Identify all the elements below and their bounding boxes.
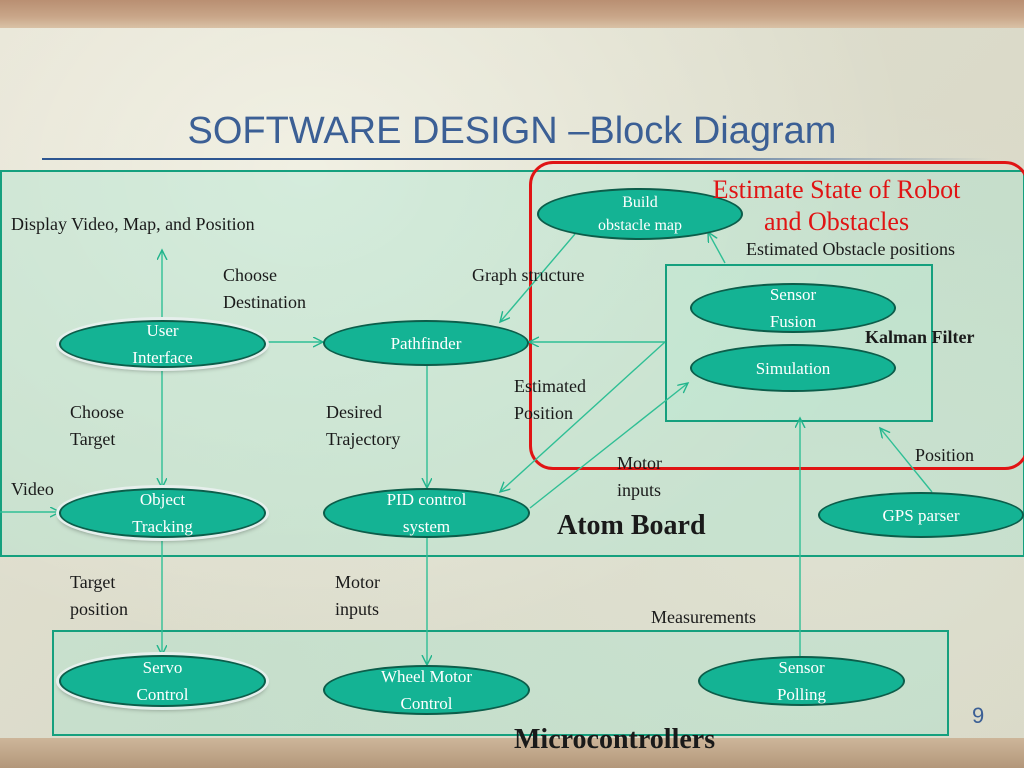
sensor-fusion-node: Sensor Fusion xyxy=(690,283,896,333)
bottom-border xyxy=(0,738,1024,768)
position-label: Position xyxy=(915,445,975,465)
arrow-obstacle-map-to-pathfinder xyxy=(500,233,576,322)
estimated-obstacle-positions-label: Estimated Obstacle positions xyxy=(746,239,955,259)
arrow-gps-to-kalman xyxy=(880,428,933,493)
desired-trajectory-label: Desired Trajectory xyxy=(326,402,401,449)
sensor-polling-node: Sensor Polling xyxy=(698,656,905,706)
choose-destination-label: Choose Destination xyxy=(223,265,306,312)
display-video-label: Display Video, Map, and Position xyxy=(11,214,255,234)
arrow-pid-to-simulation xyxy=(529,383,688,509)
simulation-node: Simulation xyxy=(690,344,896,392)
arrow-kalman-to-pid xyxy=(500,341,666,492)
estimate-state-label: Estimate State of Robot and Obstacles xyxy=(712,175,961,236)
motor-inputs-upper-label: Motor inputs xyxy=(617,453,662,500)
pathfinder-node: Pathfinder xyxy=(323,320,529,366)
slide-title: SOFTWARE DESIGN –Block Diagram xyxy=(187,110,837,152)
microcontrollers-label: Microcontrollers xyxy=(514,724,716,755)
object-tracking-node: Object Tracking xyxy=(59,488,266,538)
graph-structure-label: Graph structure xyxy=(472,265,585,285)
estimated-position-label: Estimated Position xyxy=(514,376,586,423)
build-obstacle-map-node: Build obstacle map xyxy=(537,188,743,240)
servo-control-node: Servo Control xyxy=(59,655,266,707)
arrow-kalman-to-obstacle-map xyxy=(708,232,726,264)
video-label: Video xyxy=(11,479,54,499)
gps-parser-node: GPS parser xyxy=(818,492,1024,538)
page-number: 9 xyxy=(972,703,985,728)
atom-board-label: Atom Board xyxy=(557,510,706,541)
target-position-label: Target position xyxy=(70,572,129,619)
user-interface-node: User Interface xyxy=(59,320,266,368)
choose-target-label: Choose Target xyxy=(70,402,124,449)
kalman-filter-label: Kalman Filter xyxy=(865,327,975,347)
top-border xyxy=(0,0,1024,28)
motor-inputs-lower-label: Motor inputs xyxy=(335,572,380,619)
pid-control-node: PID control system xyxy=(323,488,530,538)
title-underline xyxy=(42,158,992,160)
wheel-motor-control-node: Wheel Motor Control xyxy=(323,665,530,715)
estimate-state-highlight xyxy=(529,161,1024,470)
measurements-label: Measurements xyxy=(651,607,756,627)
